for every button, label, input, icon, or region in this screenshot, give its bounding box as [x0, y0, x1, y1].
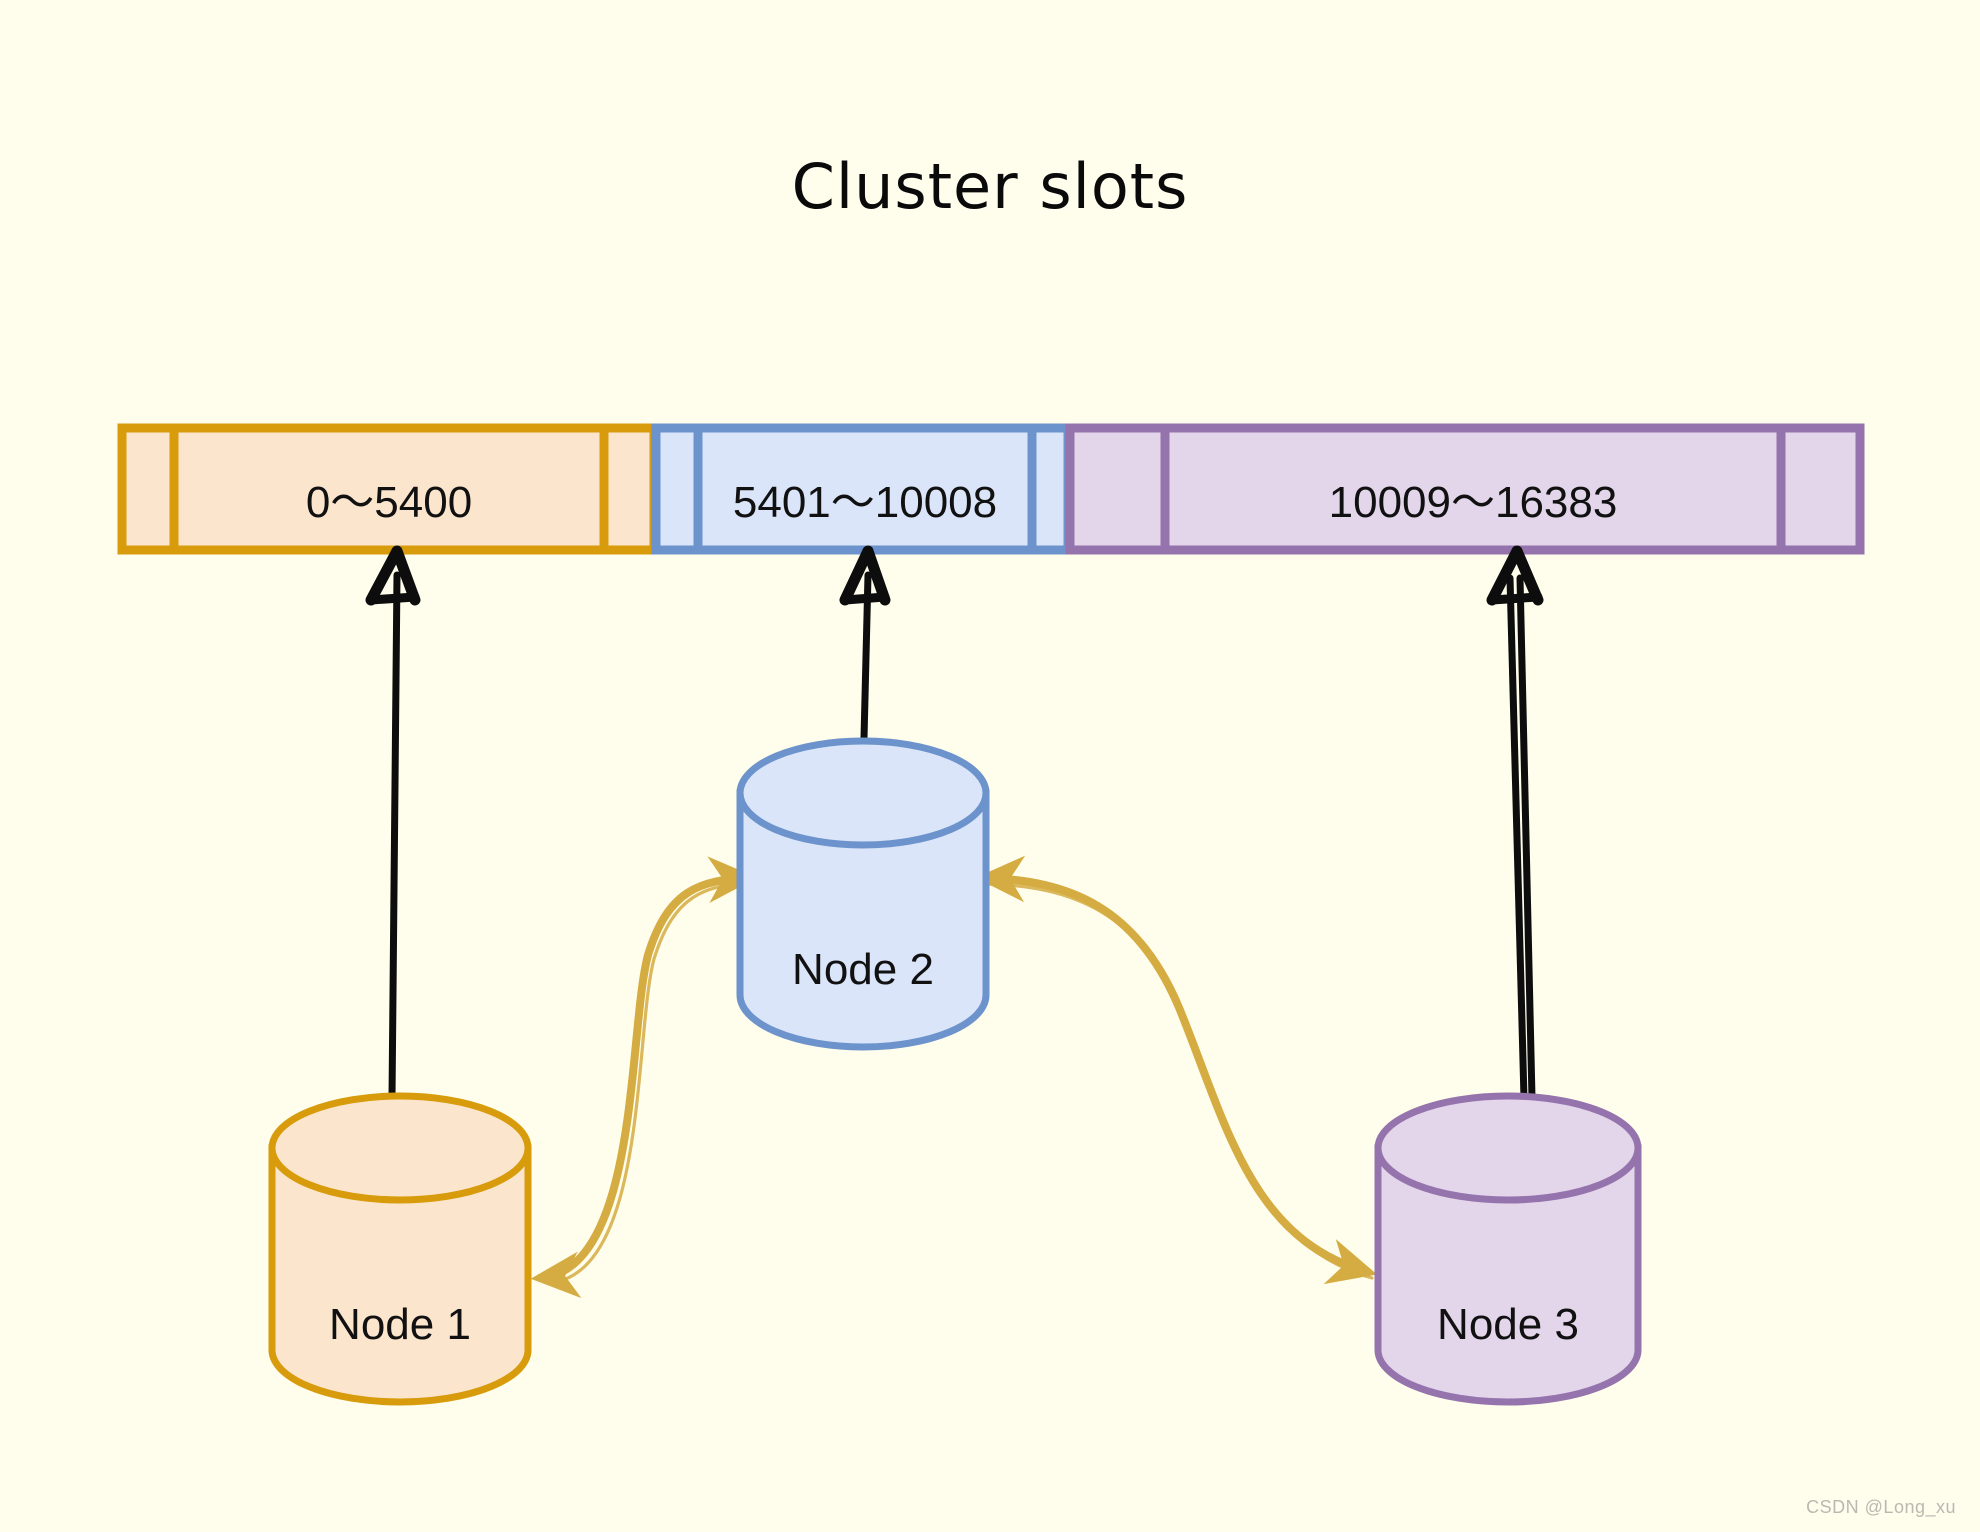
slot-segment-1-label: 0～5400: [305, 478, 473, 527]
node-3[interactable]: [1374, 1092, 1642, 1406]
node-1-label: Node 1: [329, 1300, 471, 1349]
arrow-node2-to-slot2: [839, 545, 891, 742]
node-3-top: [1374, 1092, 1642, 1204]
watermark: CSDN @Long_xu: [1806, 1497, 1956, 1517]
link-node1-node2: [530, 856, 758, 1298]
slot-segment-3-label: 10009～16383: [1328, 478, 1618, 527]
node-2-body: [736, 789, 990, 1051]
node-2-label: Node 2: [792, 945, 934, 994]
slot-segment-3[interactable]: [1065, 423, 1865, 555]
node-3-body: [1374, 1144, 1642, 1406]
slot-segment-3-body: [1065, 423, 1865, 555]
arrow-node1-to-slot1: [365, 545, 421, 1102]
link-node2-node3-sketch-stroke: [986, 882, 1374, 1280]
node-2[interactable]: [736, 737, 990, 1051]
slot-segment-2-label: 5401～10008: [732, 478, 998, 527]
link-node1-node2-path: [530, 856, 758, 1298]
slot-segment-1[interactable]: [117, 423, 659, 555]
node-1[interactable]: [268, 1092, 532, 1406]
node-1-top: [268, 1092, 532, 1204]
arrow-node3-to-slot3: [1486, 545, 1544, 1102]
node-3-label: Node 3: [1437, 1300, 1579, 1349]
slot-segment-1-body: [117, 423, 659, 555]
node-2-top: [736, 737, 990, 849]
link-node1-node2-sketch-stroke: [546, 881, 754, 1285]
link-node2-node3: [975, 855, 1378, 1285]
page-title: Cluster slots: [791, 150, 1189, 223]
node-1-body: [268, 1144, 532, 1406]
